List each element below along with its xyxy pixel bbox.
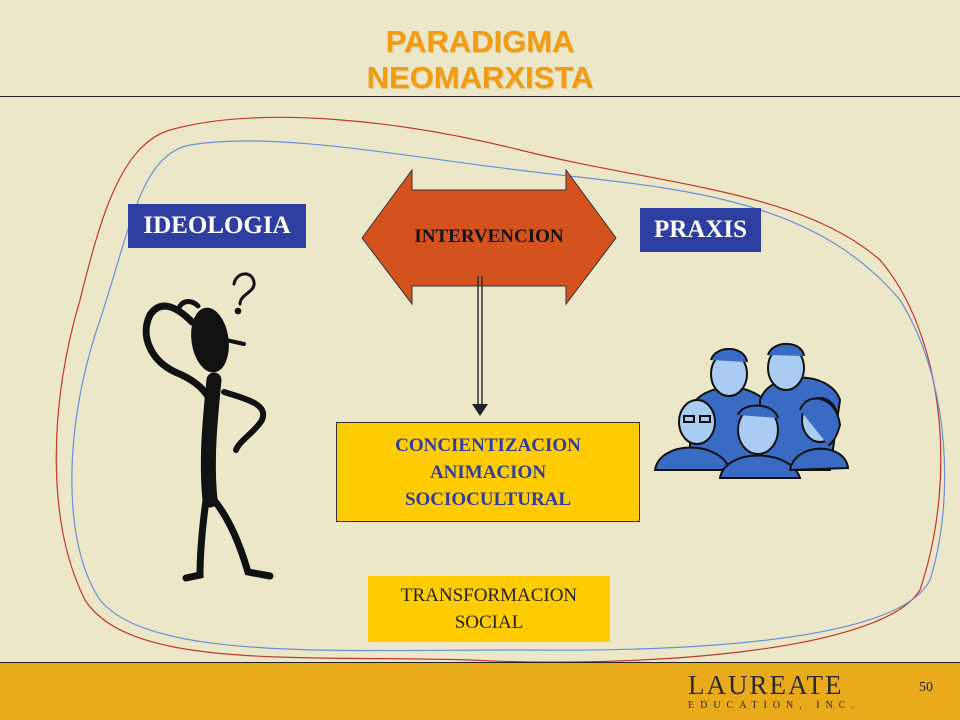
outline-curve-red: [55, 116, 942, 663]
outline-curve-blue: [71, 140, 946, 652]
concientizacion-box: CONCIENTIZACION ANIMACION SOCIOCULTURAL: [336, 422, 640, 522]
slide-title-line-1: PARADIGMA: [385, 24, 575, 59]
ideologia-box: IDEOLOGIA: [128, 204, 306, 248]
transformacion-box: TRANSFORMACION SOCIAL: [368, 576, 610, 642]
page-number: 50: [919, 680, 933, 695]
thinking-stick-figure-icon: [142, 299, 274, 582]
footer-bar: [0, 662, 960, 720]
question-mark-icon: [232, 272, 256, 315]
laureate-logo: LAUREATE EDUCATION, INC.: [688, 670, 864, 712]
concientizacion-line-2: ANIMACION: [429, 461, 547, 483]
praxis-box: PRAXIS: [640, 208, 761, 252]
title-divider: [0, 96, 960, 97]
transformacion-line-2: SOCIAL: [454, 612, 524, 633]
concientizacion-line-3: SOCIOCULTURAL: [404, 488, 572, 510]
double-arrow-icon: [361, 168, 617, 306]
slide-title-line-2: NEOMARXISTA: [366, 60, 594, 95]
people-group-icon: [653, 342, 850, 479]
logo-subtitle: EDUCATION, INC.: [688, 700, 860, 711]
concientizacion-line-1: CONCIENTIZACION: [395, 434, 581, 456]
intervencion-label: INTERVENCION: [414, 226, 564, 247]
transformacion-line-1: TRANSFORMACION: [400, 585, 578, 606]
logo-word: LAUREATE: [688, 670, 844, 700]
down-arrow-icon: [472, 276, 488, 416]
